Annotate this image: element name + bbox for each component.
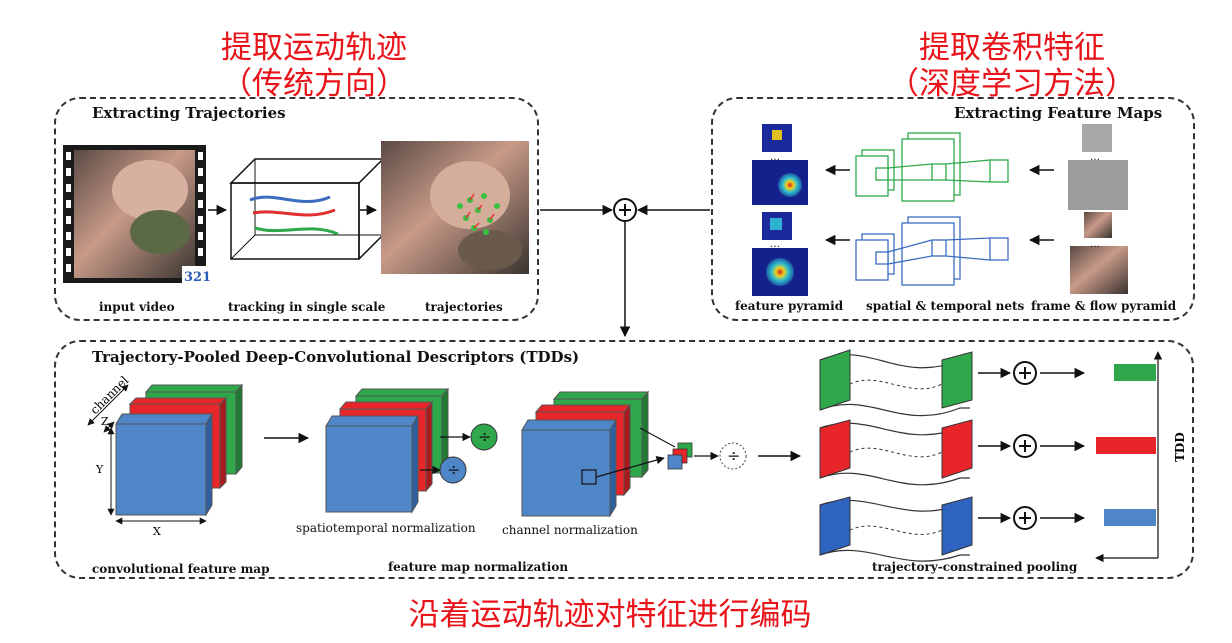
input-video-thumbnail bbox=[63, 145, 206, 283]
label-frame-flow-pyramid: frame & flow pyramid bbox=[1031, 299, 1177, 313]
trajectory-green bbox=[254, 226, 339, 236]
label-trajectory-pooling: trajectory-constrained pooling bbox=[872, 560, 1078, 574]
svg-text:…: … bbox=[770, 239, 780, 250]
tdd-bar-green bbox=[1114, 364, 1156, 381]
panel-tdd bbox=[54, 340, 1194, 579]
label-input-video: input video bbox=[99, 300, 175, 314]
svg-text:÷: ÷ bbox=[478, 427, 491, 446]
panel-title-feature-maps: Extracting Feature Maps bbox=[954, 104, 1163, 122]
label-spatial-temporal-nets: spatial & temporal nets bbox=[866, 299, 1025, 313]
divide-icon-green: ÷ bbox=[470, 423, 498, 451]
axis-channel: channel bbox=[88, 373, 132, 417]
svg-text:…: … bbox=[1090, 239, 1100, 250]
trajectories-thumbnail bbox=[381, 141, 529, 274]
frame-flow-pyramid bbox=[1068, 124, 1128, 294]
pooling-tube-red bbox=[819, 419, 973, 486]
divide-icon-blue: ÷ bbox=[439, 456, 467, 484]
pooled-cube bbox=[667, 442, 693, 470]
label-feature-pyramid: feature pyramid bbox=[735, 299, 844, 313]
axis-x: X bbox=[153, 525, 161, 538]
label-spatiotemporal-normalization: spatiotemporal normalization bbox=[296, 521, 476, 535]
tdd-bar-blue bbox=[1104, 509, 1156, 526]
label-feature-map-normalization: feature map normalization bbox=[388, 560, 569, 574]
label-channel-normalization: channel normalization bbox=[502, 523, 638, 537]
pooling-tube-blue bbox=[819, 496, 973, 562]
tracking-cube bbox=[229, 158, 385, 260]
channel-norm-stack bbox=[521, 390, 650, 518]
spatial-net bbox=[855, 132, 1009, 202]
svg-text:…: … bbox=[770, 152, 780, 163]
tdd-bar-red bbox=[1096, 437, 1156, 454]
svg-text:…: … bbox=[1090, 152, 1100, 163]
panel-extracting-feature-maps bbox=[711, 97, 1195, 321]
pooling-tube-green bbox=[819, 349, 973, 417]
temporal-net bbox=[855, 216, 1009, 286]
feature-pyramid bbox=[752, 124, 808, 296]
label-trajectories: trajectories bbox=[425, 300, 503, 314]
panel-title-tdd: Trajectory-Pooled Deep-Convolutional Des… bbox=[92, 348, 580, 366]
trajectory-red bbox=[252, 208, 336, 217]
pool-plus-icon-3 bbox=[1013, 506, 1037, 530]
caption-feature-title: 提取卷积特征 （深度学习方法） bbox=[888, 30, 1136, 102]
panel-extracting-trajectories bbox=[54, 97, 539, 321]
pool-plus-icon-1 bbox=[1013, 361, 1037, 385]
label-conv-feature-map: convolutional feature map bbox=[92, 562, 270, 576]
axis-y: Y bbox=[95, 463, 104, 476]
tdd-axis-label: TDD bbox=[1173, 432, 1187, 462]
svg-text:÷: ÷ bbox=[447, 460, 460, 479]
panel-title-trajectories: Extracting Trajectories bbox=[92, 104, 286, 122]
trajectory-blue bbox=[249, 195, 331, 203]
pool-plus-icon-2 bbox=[1013, 434, 1037, 458]
axis-z: Z bbox=[101, 415, 109, 428]
conv-feature-map bbox=[115, 383, 244, 517]
svg-text:÷: ÷ bbox=[727, 446, 740, 465]
fusion-plus-icon bbox=[613, 198, 637, 222]
video-badge: 321 bbox=[184, 270, 211, 285]
divide-icon-channel: ÷ bbox=[719, 442, 747, 470]
caption-trajectory-title: 提取运动轨迹 （传统方向） bbox=[221, 30, 407, 102]
label-tracking: tracking in single scale bbox=[228, 300, 386, 314]
spatiotemporal-norm-stack bbox=[325, 387, 450, 514]
caption-encoding: 沿着运动轨迹对特征进行编码 bbox=[408, 597, 812, 633]
